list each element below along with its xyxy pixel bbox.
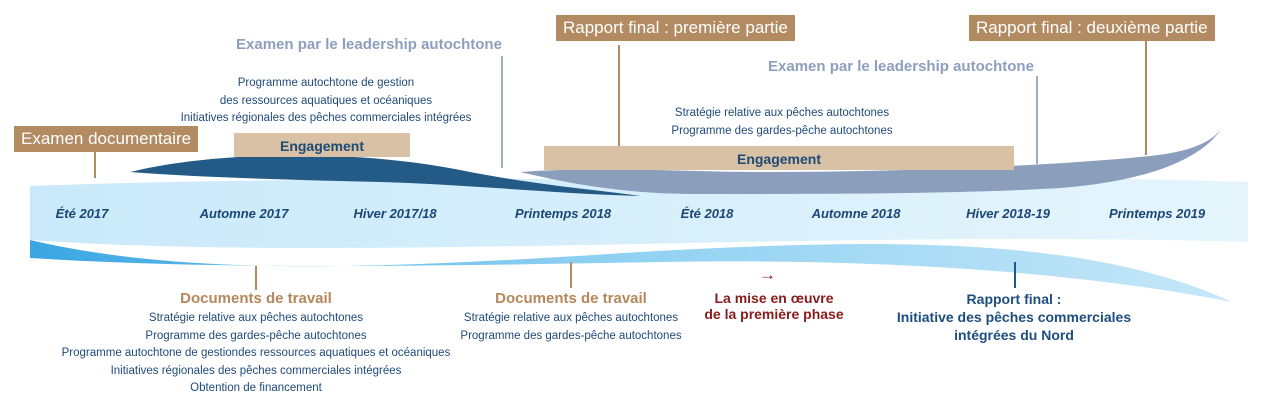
working-docs-2-title: Documents de travail [495, 290, 647, 307]
working-docs-2-list: Stratégie relative aux pêches autochtone… [451, 310, 691, 345]
desk-review-connector [94, 150, 96, 178]
review-1-label: Examen par le leadership autochtone [236, 36, 502, 53]
final-report-north-line: intégrées du Nord [954, 327, 1074, 343]
list-item: Obtention de financement [190, 382, 322, 394]
working-docs-2-connector [570, 262, 572, 288]
right-arrow-icon: → [759, 265, 776, 284]
list-item: Initiatives régionales des pêches commer… [110, 364, 402, 377]
engagement-bar-2: Engagement [544, 146, 1014, 170]
season-label: Hiver 2018-19 [966, 206, 1050, 221]
note-line: Stratégie relative aux pêches autochtone… [674, 107, 890, 119]
season-label: Printemps 2019 [1108, 206, 1206, 221]
review-2-label: Examen par le leadership autochtone [768, 58, 1034, 75]
final-report-north-connector [1014, 262, 1016, 288]
review-2-connector [1036, 76, 1038, 164]
implementation-label: La mise en œuvre de la première phase [686, 290, 862, 322]
note-line: des ressources aquatiques et océaniques [219, 94, 433, 107]
final-report-north: Rapport final : Initiative des pêches co… [884, 290, 1144, 344]
working-docs-1-connector [255, 266, 257, 290]
lower-blue-wave [30, 240, 1232, 302]
final-report-1-tag: Rapport final : première partie [556, 15, 795, 41]
season-label: Été 2017 [55, 206, 109, 221]
top-notes-group-2: Stratégie relative aux pêches autochtone… [664, 105, 900, 140]
top-notes-group-1: Programme autochtone de gestion des ress… [176, 75, 476, 128]
dark-navy-wave [130, 155, 640, 196]
season-label: Automne 2018 [811, 206, 901, 221]
note-line: Programme des gardes-pêche autochtones [671, 124, 893, 137]
slate-wave [520, 128, 1222, 194]
list-item: Programme autochtone de gestiondes resso… [61, 347, 451, 359]
final-report-north-line: Rapport final : [966, 291, 1062, 307]
final-report-1-connector [618, 45, 620, 170]
list-item: Programme des gardes-pêche autochtones [145, 329, 367, 342]
note-line: Programme autochtone de gestion [237, 77, 415, 89]
season-label: Hiver 2017/18 [353, 206, 437, 221]
final-report-north-line: Initiative des pêches commerciales [896, 309, 1132, 325]
season-label: Printemps 2018 [514, 206, 612, 221]
final-report-2-tag: Rapport final : deuxième partie [969, 15, 1215, 41]
main-timeline-band [30, 177, 1248, 248]
list-item: Stratégie relative aux pêches autochtone… [148, 312, 364, 324]
desk-review-tag: Examen documentaire [14, 126, 199, 152]
list-item: Stratégie relative aux pêches autochtone… [463, 312, 679, 324]
working-docs-2: Documents de travail Stratégie relative … [451, 290, 691, 345]
season-label: Automne 2017 [199, 206, 289, 221]
working-docs-1-list: Stratégie relative aux pêches autochtone… [56, 310, 456, 398]
list-item: Programme des gardes-pêche autochtones [460, 329, 682, 342]
season-label: Été 2018 [680, 206, 734, 221]
engagement-bar-1: Engagement [234, 133, 410, 157]
working-docs-1-title: Documents de travail [180, 290, 332, 307]
working-docs-1: Documents de travail Stratégie relative … [56, 290, 456, 398]
final-report-2-connector [1145, 40, 1147, 155]
implementation-line: La mise en œuvre [714, 290, 834, 306]
review-1-connector [501, 56, 503, 168]
implementation-line: de la première phase [704, 306, 844, 322]
note-line: Initiatives régionales des pêches commer… [180, 112, 472, 124]
